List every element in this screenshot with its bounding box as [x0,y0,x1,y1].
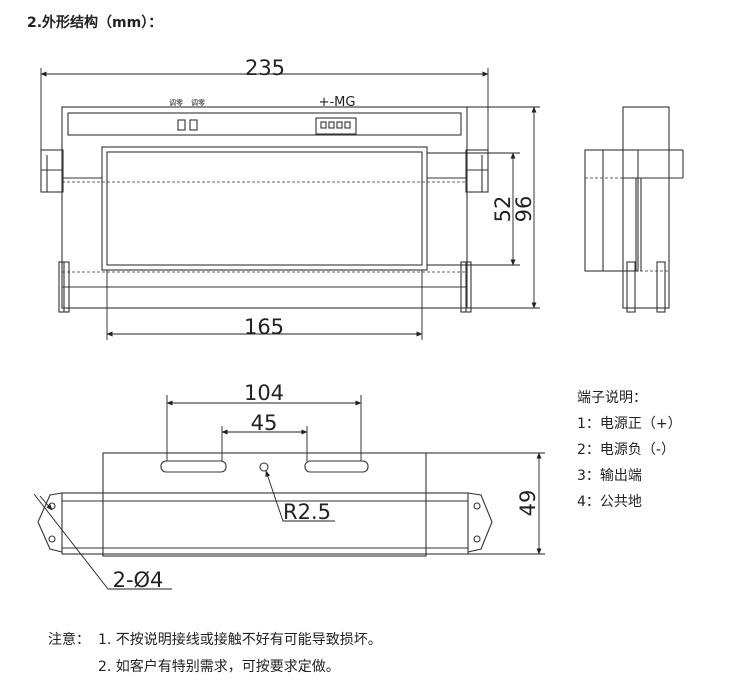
top-cap [67,112,462,136]
slot-inner-45-label: 45 [251,411,278,435]
side-stud-right [656,261,666,313]
right-ear [467,492,493,553]
bottom-view [37,452,493,557]
top-window-outer [101,146,428,271]
terminal-description: 端子说明： 1：电源正（+） 2：电源负（-） 3：输出端 4：公共地 [577,385,682,515]
connector-block [315,117,357,135]
hole-leader-line [265,470,335,522]
bottom-back-plate [102,452,427,557]
pot-label-right: 调零 [191,98,205,107]
side-view [584,106,684,313]
notes-section: 注意： 1. 不按说明接线或接触不好有可能导致损坏。 2. 如客户有特别需求，可按… [48,627,382,681]
terminal-item-3: 3：输出端 [577,468,642,484]
hole-r25-label: R2.5 [283,500,331,524]
right-slot [304,460,369,473]
slot-span-104-label: 104 [244,381,284,405]
top-window-inner [106,151,423,266]
left-ear [37,492,63,553]
top-view [40,106,489,313]
terminal-title: 端子说明： [577,390,647,406]
width-165-label: 165 [244,315,284,339]
side-stud-left [626,261,636,313]
height-96-label: 96 [512,196,536,223]
width-235-label: 235 [245,56,285,80]
height-52-label: 52 [491,196,515,223]
notes-label: 注意： [48,632,90,648]
top-outer-body [61,106,468,309]
side-front-block [584,149,639,272]
bottom-main-body [61,492,469,555]
note-item-2: 2. 如客户有特别需求，可按要求定做。 [98,659,340,675]
pot-label-left: 调零 [169,98,183,107]
mount-2x4-label: 2-Ø4 [113,568,164,592]
connector-label: +-MG [319,95,356,110]
right-tab [465,149,489,193]
note-item-1: 1. 不按说明接线或接触不好有可能导致损坏。 [98,632,382,648]
left-tab [40,149,64,193]
zero-adjust-pot-2 [189,119,198,131]
zero-adjust-pot-1 [177,119,186,131]
center-hole [259,462,269,472]
section-heading: 2.外形结构（mm）： [27,15,163,31]
terminal-item-4: 4：公共地 [577,494,642,510]
height-49-label: 49 [516,490,540,517]
mount-leader-line [33,493,172,590]
left-slot [160,460,227,473]
terminal-item-2: 2：电源负（-） [577,442,675,458]
side-back-plate [622,106,670,309]
terminal-item-1: 1：电源正（+） [577,416,682,432]
